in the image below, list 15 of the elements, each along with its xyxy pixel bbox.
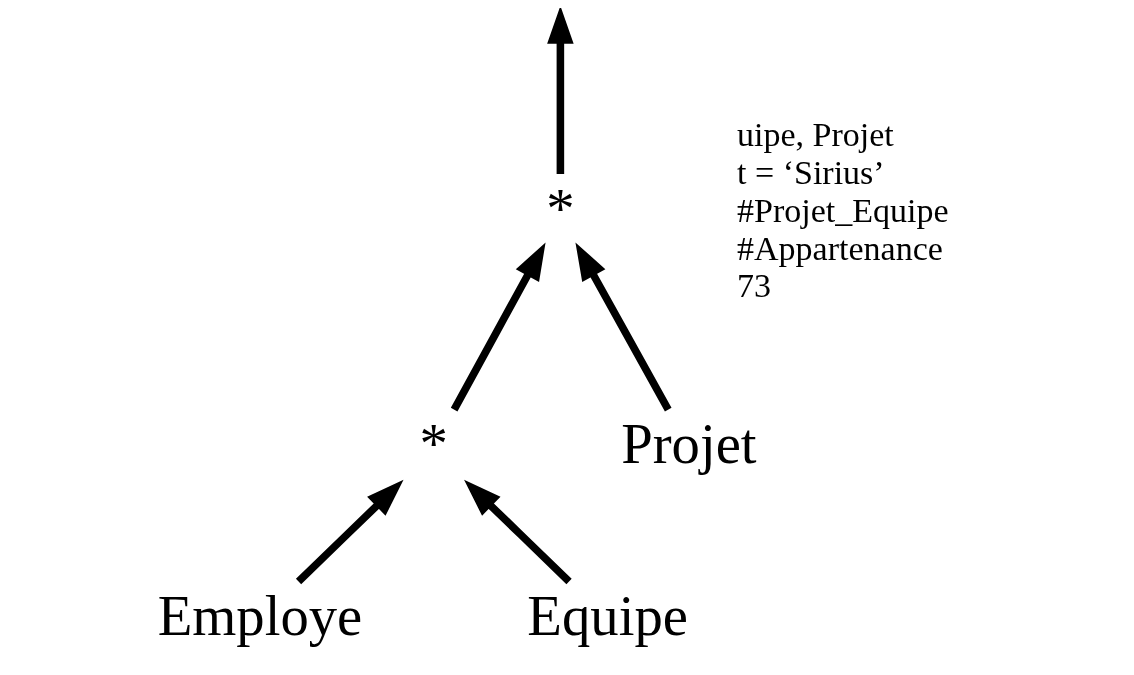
label: uipe, Projet bbox=[737, 116, 894, 154]
label: #Projet_Equipe bbox=[737, 191, 949, 229]
arrow bbox=[464, 479, 572, 585]
node-text: Equipe bbox=[527, 583, 688, 647]
arrow bbox=[575, 242, 672, 412]
node-text: Projet bbox=[621, 411, 757, 475]
label: t = ‘Sirius’ bbox=[737, 154, 885, 192]
node-text: * bbox=[546, 176, 575, 240]
label: #Appartenance bbox=[737, 229, 943, 267]
node-text: Employe bbox=[157, 583, 363, 647]
arrow bbox=[295, 479, 404, 585]
label: 73 bbox=[737, 267, 772, 305]
arrow bbox=[547, 8, 574, 175]
node-text: * bbox=[419, 411, 448, 475]
arrow bbox=[450, 242, 546, 412]
